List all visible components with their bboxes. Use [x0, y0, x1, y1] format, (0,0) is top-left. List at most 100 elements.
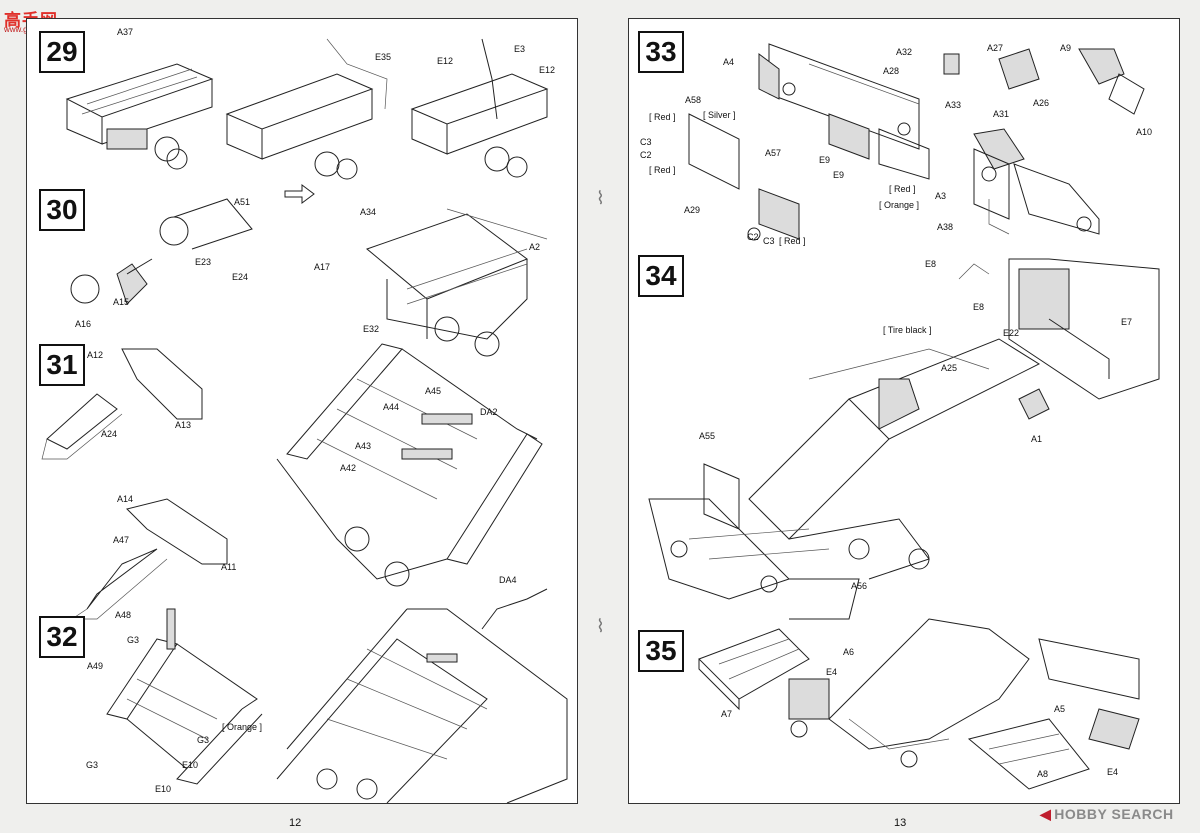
part-label: A31 [993, 109, 1010, 119]
paint-label: [ Red ] [889, 184, 916, 194]
step-30-number: 30 [39, 189, 85, 231]
instruction-page-right: 33 34 35 A4 A32 A27 A9 A28 A58 [ Silver … [628, 18, 1180, 829]
part-label: E35 [375, 52, 392, 62]
part-label: A43 [355, 441, 372, 451]
step-35-drawing [698, 618, 1140, 790]
part-label: E24 [232, 272, 249, 282]
part-label: A45 [425, 386, 442, 396]
paint-label: [ Red ] [779, 236, 806, 246]
part-label: E9 [819, 155, 831, 165]
left-page-drawings [41, 38, 568, 803]
page-number: 12 [289, 817, 302, 829]
part-label: A55 [699, 431, 716, 441]
part-label: A29 [684, 205, 701, 215]
part-label: A44 [383, 402, 400, 412]
part-label: A4 [723, 57, 735, 67]
part-label: A48 [115, 610, 132, 620]
part-label: A17 [314, 262, 331, 272]
page-number: 13 [894, 817, 907, 829]
part-label: A5 [1054, 704, 1066, 714]
paint-label: [ Orange ] [879, 200, 920, 210]
part-label: C2 [747, 232, 759, 242]
part-label: A10 [1136, 127, 1153, 137]
part-label: A49 [87, 661, 104, 671]
part-label: A56 [851, 581, 868, 591]
part-label: E10 [182, 760, 199, 770]
part-label: E4 [826, 667, 838, 677]
part-label: E12 [539, 65, 556, 75]
part-label: A7 [721, 709, 733, 719]
part-label: E22 [1003, 328, 1020, 338]
step-30-drawing [70, 198, 548, 357]
step-32-drawing [106, 588, 568, 803]
part-label: A33 [945, 100, 962, 110]
part-label: E4 [1107, 767, 1119, 777]
part-label: A13 [175, 420, 192, 430]
step-31-drawing [41, 343, 543, 620]
part-label: A11 [221, 562, 237, 572]
instruction-page-left: 29 30 31 32 A37 E35 E12 E3 E12 A51 A34 A… [26, 18, 578, 829]
part-label: A9 [1060, 43, 1072, 53]
part-label: E3 [514, 44, 526, 54]
part-label: A14 [117, 494, 134, 504]
part-label: DA2 [480, 407, 498, 417]
part-label: A25 [941, 363, 958, 373]
part-label: E10 [155, 784, 172, 794]
step-33-drawing [688, 43, 1145, 241]
part-label: G3 [127, 635, 140, 645]
part-label: A38 [937, 222, 954, 232]
part-label: A42 [340, 463, 357, 473]
part-label: A34 [360, 207, 377, 217]
part-label: A37 [117, 27, 134, 37]
part-label: E12 [437, 56, 454, 66]
part-label: E23 [195, 257, 212, 267]
paint-label: [ Silver ] [703, 110, 736, 120]
part-label: C2 [640, 150, 652, 160]
step-31-number: 31 [39, 344, 85, 386]
part-label: DA4 [499, 575, 517, 585]
paint-label: [ Red ] [649, 165, 676, 175]
part-label: A12 [87, 350, 104, 360]
part-label: A15 [113, 297, 130, 307]
step-29-number: 29 [39, 31, 85, 73]
right-page-drawings [648, 43, 1160, 790]
part-label: A58 [685, 95, 702, 105]
step-29-drawing [65, 38, 549, 180]
part-label: E8 [973, 302, 985, 312]
part-label: A26 [1033, 98, 1050, 108]
watermark: ◀HOBBY SEARCH [1040, 806, 1174, 824]
part-label: A51 [234, 197, 251, 207]
part-label: E7 [1121, 317, 1133, 327]
hobby-search-logo-icon: ◀ [1040, 806, 1052, 822]
paint-label: [ Red ] [649, 112, 676, 122]
part-label: C3 [763, 236, 775, 246]
step-32-number: 32 [39, 616, 85, 658]
watermark-text: HOBBY SEARCH [1054, 806, 1174, 822]
fold-mark-icon: ⌇ [596, 188, 605, 208]
part-label: A57 [765, 148, 782, 158]
part-label: A3 [935, 191, 947, 201]
part-label: A27 [987, 43, 1004, 53]
part-label: A6 [843, 647, 855, 657]
part-label: G3 [197, 735, 210, 745]
part-label: A8 [1037, 769, 1049, 779]
part-label: E8 [925, 259, 937, 269]
part-label: A2 [529, 242, 541, 252]
part-label: A16 [75, 319, 92, 329]
step-35-number: 35 [638, 630, 684, 672]
part-label: E9 [833, 170, 845, 180]
paint-label: [ Orange ] [222, 722, 263, 732]
part-label: C3 [640, 137, 652, 147]
part-label: E32 [363, 324, 380, 334]
fold-mark-icon: ⌇ [596, 616, 605, 636]
step-33-number: 33 [638, 31, 684, 73]
step-34-drawing [648, 258, 1160, 620]
paint-label: [ Tire black ] [883, 325, 932, 335]
part-label: A32 [896, 47, 913, 57]
part-label: A24 [101, 429, 118, 439]
part-label: G3 [86, 760, 99, 770]
part-label: A47 [113, 535, 130, 545]
part-label: A1 [1031, 434, 1043, 444]
part-label: A28 [883, 66, 900, 76]
step-34-number: 34 [638, 255, 684, 297]
